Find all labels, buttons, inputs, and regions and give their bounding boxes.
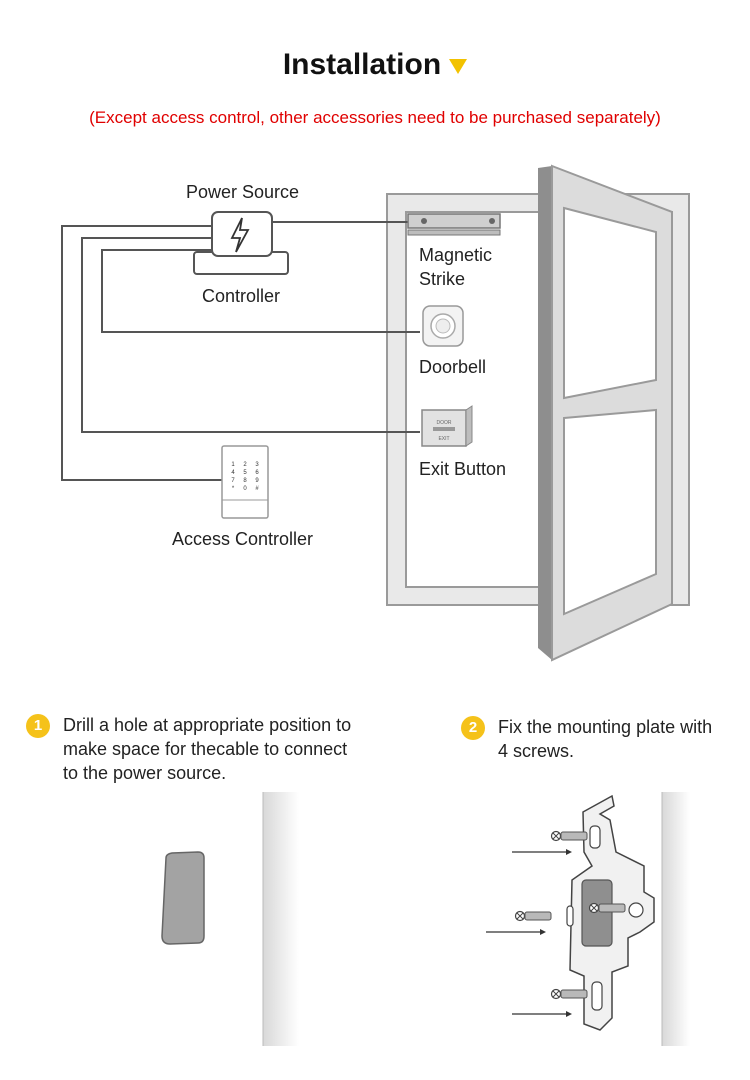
exit-panel-text2: EXIT (438, 436, 449, 442)
page-title: Installation (0, 48, 750, 82)
keypad: 1 2 3 4 5 6 7 8 9 * 0 # (231, 462, 259, 492)
keypad-key: 6 (255, 470, 259, 476)
keypad-key: 3 (255, 462, 259, 468)
doorbell-label: Doorbell (419, 357, 487, 377)
keypad-key: 4 (231, 470, 235, 476)
step-1-number: 1 (26, 714, 50, 738)
mounting-plate (569, 794, 655, 1031)
triangle-down-icon (449, 58, 468, 74)
keypad-key: 1 (231, 462, 235, 468)
keypad-key: 5 (243, 470, 247, 476)
door-edge (538, 166, 552, 660)
wall-section-1 (263, 792, 299, 1046)
magnetic-strike-label-1: Magnetic (419, 245, 493, 265)
lightning-icon (230, 217, 250, 253)
magnetic-strike (407, 213, 501, 229)
power-source-box (211, 211, 273, 257)
access-controller-label: Access Controller (172, 529, 314, 549)
keypad-key: 9 (255, 478, 259, 484)
magnetic-strike-label-2: Strike (419, 269, 466, 289)
keypad-key: 2 (243, 462, 247, 468)
wall-section-2 (662, 792, 690, 1046)
keypad-key: # (255, 486, 259, 492)
wiring-diagram: DOOR EXIT 1 2 3 4 5 6 7 8 9 * 0 # (61, 164, 690, 662)
exit-button-label: Exit Button (419, 459, 507, 479)
door-upper-panel (563, 206, 657, 400)
keypad-key: 8 (243, 478, 247, 484)
screws (514, 830, 626, 1000)
power-source-label: Power Source (186, 182, 300, 202)
accessories-notice: (Except access control, other accessorie… (89, 108, 661, 127)
door-lower-panel (563, 408, 657, 616)
keypad-key: 7 (231, 478, 235, 484)
exit-panel-text1: DOOR (437, 420, 452, 426)
step-1-text: Drill a hole at appropriate position to … (63, 715, 352, 783)
arrows (486, 849, 572, 1017)
step-2-number: 2 (461, 716, 485, 740)
step-2-text: Fix the mounting plate with 4 screws. (498, 717, 713, 761)
keypad-key: 0 (243, 486, 247, 492)
keypad-key: * (232, 486, 235, 492)
controller-label: Controller (202, 286, 281, 306)
wires (61, 221, 420, 481)
drilled-hole (161, 851, 205, 945)
